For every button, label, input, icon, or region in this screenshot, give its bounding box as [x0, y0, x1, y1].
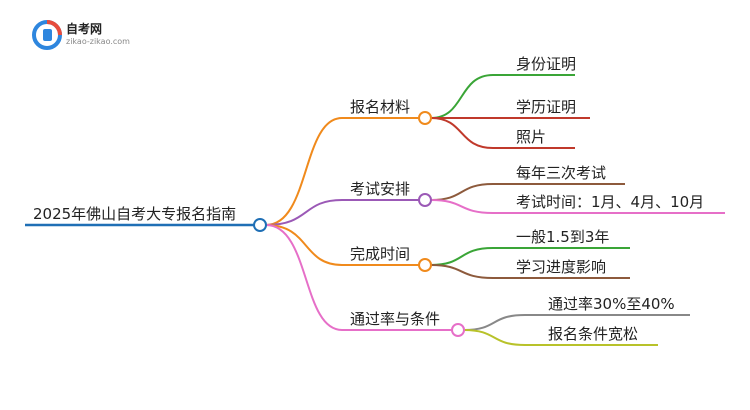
logo-title: 自考网 [66, 22, 103, 36]
branch-connector [265, 224, 452, 331]
leaf-connector [463, 329, 658, 346]
branch-node-circle[interactable] [418, 111, 432, 125]
branch-node-circle[interactable] [451, 323, 465, 337]
branch-connector [265, 117, 419, 226]
leaf-label[interactable]: 照片 [516, 128, 546, 146]
leaf-connector [430, 74, 575, 119]
branch-connector [265, 224, 419, 266]
leaf-label[interactable]: 学习进度影响 [516, 258, 606, 276]
leaf-label[interactable]: 学历证明 [516, 98, 576, 116]
branch-label[interactable]: 考试安排 [350, 180, 410, 198]
logo-url: zikao-zikao.com [66, 37, 130, 46]
leaf-label[interactable]: 每年三次考试 [516, 164, 606, 182]
branch-label[interactable]: 报名材料 [350, 98, 410, 116]
leaf-connector [430, 199, 725, 214]
leaf-connector [430, 247, 630, 266]
leaf-label[interactable]: 报名条件宽松 [548, 325, 638, 343]
leaf-connector [463, 314, 690, 331]
leaf-connector [430, 117, 575, 149]
site-logo: 自考网 zikao-zikao.com [30, 18, 160, 52]
leaf-label[interactable]: 通过率30%至40% [548, 295, 675, 313]
branch-connector [265, 199, 419, 226]
leaf-connector [430, 264, 630, 279]
root-node-circle[interactable] [253, 218, 267, 232]
branch-node-circle[interactable] [418, 193, 432, 207]
branch-label[interactable]: 完成时间 [350, 245, 410, 263]
branch-label[interactable]: 通过率与条件 [350, 310, 440, 328]
leaf-connector [430, 183, 625, 201]
root-node-label[interactable]: 2025年佛山自考大专报名指南 [33, 205, 237, 223]
branch-node-circle[interactable] [418, 258, 432, 272]
leaf-label[interactable]: 考试时间：1月、4月、10月 [516, 193, 704, 211]
logo-mark-icon [32, 20, 62, 50]
leaf-label[interactable]: 一般1.5到3年 [516, 228, 609, 246]
leaf-label[interactable]: 身份证明 [516, 55, 576, 73]
